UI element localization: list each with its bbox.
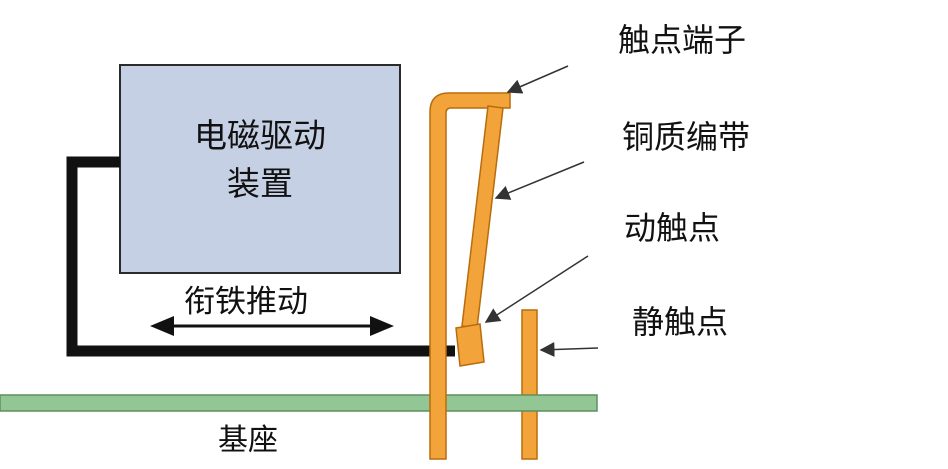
armature-arrow-right-head <box>370 316 394 336</box>
base-rail <box>0 394 598 412</box>
armature-rod <box>66 156 455 357</box>
contact-terminal <box>429 92 511 460</box>
armature-push-label: 衔铁推动 <box>184 284 308 320</box>
electromagnetic-drive-label-line1: 电磁驱动 <box>194 116 326 155</box>
contact-terminal-arrow <box>506 65 569 94</box>
copper-braid <box>461 105 504 329</box>
moving-contact-block <box>455 323 485 367</box>
static-contact-arrow <box>539 342 599 358</box>
moving-contact-label: 动触点 <box>624 209 721 247</box>
base-label: 基座 <box>218 423 278 458</box>
copper-braid-label: 铜质编带 <box>622 118 751 156</box>
electromagnetic-drive-label: 电磁驱动 装置 <box>120 112 400 208</box>
electromagnetic-drive-box <box>119 64 401 274</box>
armature-arrow-left-head <box>150 316 174 336</box>
contact-terminal-label: 触点端子 <box>618 21 747 59</box>
static-contact-label: 静触点 <box>632 303 729 341</box>
copper-braid-arrow <box>494 161 585 200</box>
electromagnetic-drive-label-line2: 装置 <box>227 164 293 203</box>
moving-contact-arrow <box>484 255 589 323</box>
static-contact-post <box>521 309 538 460</box>
